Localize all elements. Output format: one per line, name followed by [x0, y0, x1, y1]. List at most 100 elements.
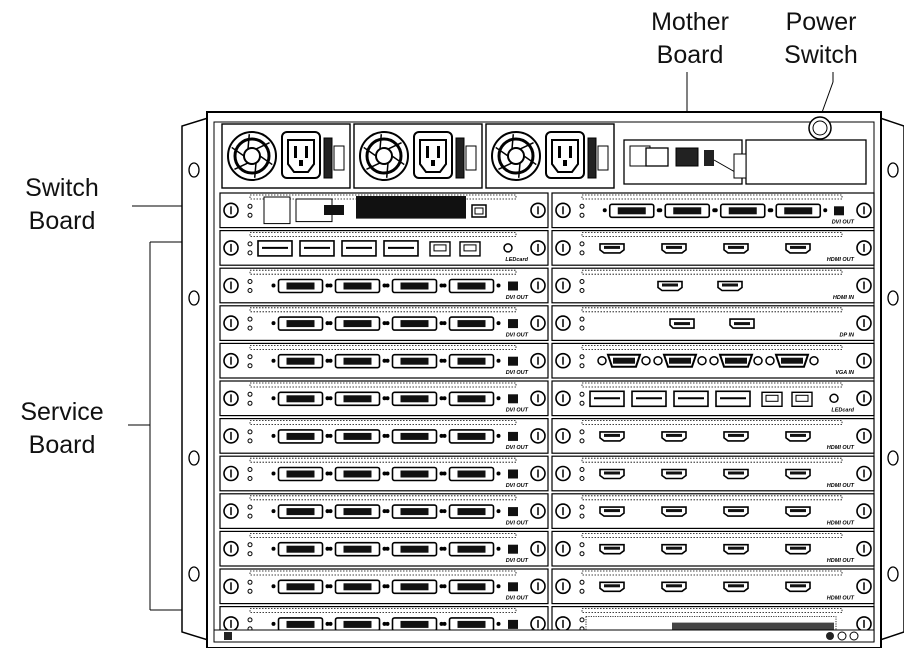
- slot-label: LEDcard: [505, 257, 528, 263]
- dvi-pins: [400, 583, 429, 591]
- led-indicator: [247, 588, 253, 594]
- hdmi-pins: [604, 433, 620, 437]
- vent-strip: [249, 307, 517, 313]
- led-indicator: [579, 542, 585, 548]
- left-slot-dvi_out: DVI OUT: [219, 530, 549, 567]
- slot-label: LEDcard: [831, 408, 854, 414]
- rack-hole: [188, 566, 200, 582]
- port-screw: [325, 509, 330, 514]
- dvi-pins: [286, 545, 315, 553]
- led-indicator: [247, 250, 253, 256]
- dvi-pins: [286, 320, 315, 328]
- port-screw: [382, 546, 387, 551]
- power-inlet-socket: [287, 139, 315, 173]
- port-screw: [442, 509, 447, 514]
- switch-board-label: Switch Board: [25, 174, 99, 235]
- dvi-pins: [286, 470, 315, 478]
- port-screw: [496, 283, 501, 288]
- vent-strip: [249, 420, 517, 426]
- hdmi-pins: [790, 245, 806, 249]
- dvi-pins: [286, 357, 315, 365]
- vent-strip: [581, 307, 843, 313]
- fan-hub: [375, 147, 393, 165]
- port-screw: [496, 546, 501, 551]
- fan-blade: [391, 155, 405, 166]
- port-screw: [271, 584, 276, 589]
- dvi-pins: [457, 583, 486, 591]
- left-slot-dvi_out: DVI OUT: [219, 418, 549, 454]
- led-indicator: [579, 212, 585, 218]
- fan-hub: [507, 147, 525, 165]
- right-slot-vga_in: VGA IN: [551, 342, 875, 379]
- port-screw: [442, 584, 447, 589]
- fan-blade: [385, 162, 389, 178]
- port-screw: [382, 584, 387, 589]
- port-screw: [382, 396, 387, 401]
- port-screw: [385, 321, 390, 326]
- vent-strip: [581, 533, 843, 538]
- led-indicator: [247, 288, 253, 293]
- rack-hole: [887, 450, 899, 466]
- right-slot-ledcard: LEDcard: [551, 380, 875, 417]
- slot-label: DVI OUT: [506, 408, 529, 414]
- dvi-pins: [728, 207, 757, 215]
- dvi-pins: [457, 357, 486, 365]
- psu-latch: [597, 145, 609, 171]
- port-screw: [325, 321, 330, 326]
- led-indicator: [247, 241, 253, 247]
- port-screw: [271, 471, 276, 476]
- port-screw: [325, 584, 330, 589]
- led-indicator: [247, 429, 253, 435]
- fan-blade: [366, 162, 381, 170]
- psu-handle: [455, 137, 465, 179]
- fan-blade: [247, 134, 251, 150]
- port-screw: [385, 358, 390, 363]
- port-screw: [271, 283, 276, 288]
- vga-pins: [613, 357, 635, 364]
- led-indicator: [247, 551, 253, 557]
- led-indicator: [247, 467, 253, 472]
- pin: [431, 160, 435, 166]
- pin: [299, 160, 303, 166]
- port-screw: [325, 471, 330, 476]
- usb-port: [508, 431, 518, 441]
- hdmi-pins: [666, 546, 682, 550]
- hdmi-pins: [666, 509, 682, 513]
- fan-blade: [498, 162, 513, 170]
- led-indicator: [579, 551, 585, 557]
- vent-strip: [249, 457, 517, 463]
- pin: [426, 146, 429, 158]
- port-screw: [442, 321, 447, 326]
- reset-button: [503, 243, 513, 253]
- mother-board-label: Mother Board: [651, 8, 729, 69]
- left-slot-ledcard: LEDcard: [219, 230, 549, 266]
- power-supply-group: [221, 123, 615, 189]
- usb-port: [508, 544, 518, 554]
- slot-label: DP IN: [840, 332, 855, 338]
- port-screw: [385, 584, 390, 589]
- port-screw: [382, 358, 387, 363]
- fan-blade: [379, 134, 383, 150]
- port-screw: [328, 283, 333, 288]
- hdmi-pins: [728, 546, 744, 550]
- hdmi-pins: [666, 433, 682, 437]
- hdmi-pins: [790, 433, 806, 437]
- port-screw: [382, 471, 387, 476]
- hdmi-pins: [604, 584, 620, 588]
- port-screw: [328, 396, 333, 401]
- led-indicator: [247, 513, 253, 519]
- port-screw: [271, 509, 276, 514]
- port-screw: [769, 208, 774, 213]
- hdmi-pins: [666, 245, 682, 249]
- port-screw: [442, 546, 447, 551]
- right-rack-ear: [879, 116, 904, 642]
- port-screw: [382, 321, 387, 326]
- dvi-pins: [400, 508, 429, 516]
- vent-strip: [581, 420, 843, 426]
- right-slot-hdmi_out: HDMI OUT: [551, 230, 875, 266]
- switch-port-inner: [474, 207, 484, 215]
- port-screw: [765, 355, 775, 366]
- hdmi-pins: [728, 471, 744, 475]
- power-supply-unit: [221, 123, 351, 189]
